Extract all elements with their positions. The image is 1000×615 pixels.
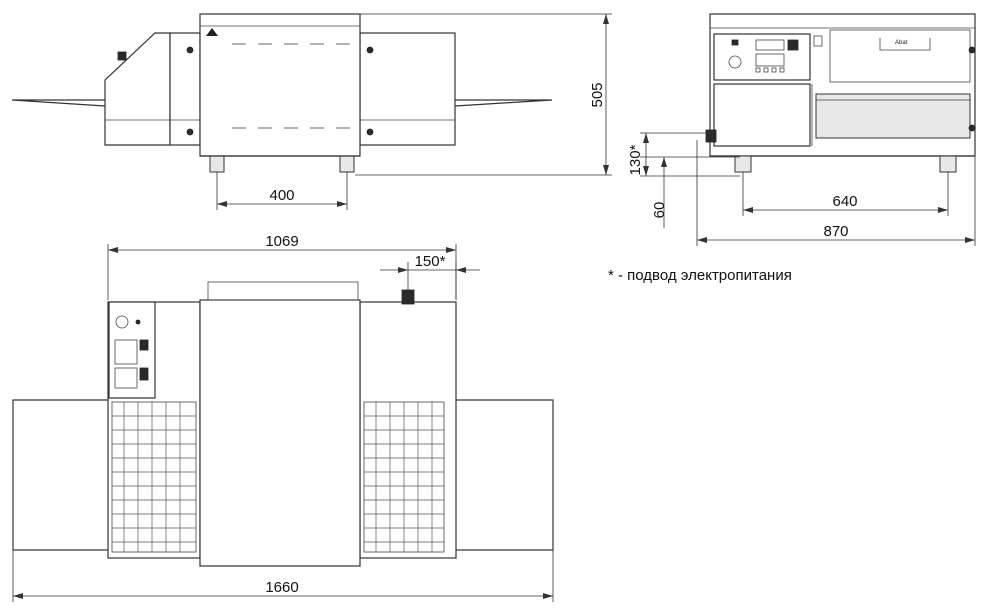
dim-feet-height: 60: [651, 202, 668, 219]
power-inlet-icon: [705, 129, 717, 143]
dim-body-length: 1069: [265, 233, 298, 250]
warning-triangle-icon: [206, 28, 218, 36]
foot: [939, 155, 957, 173]
brand-logo: Abat: [895, 40, 908, 46]
side-view: 505 400: [11, 13, 612, 210]
front-view: Abat 130* 60 640: [627, 13, 976, 246]
foot: [734, 155, 752, 173]
power-inlet-icon: [401, 289, 415, 305]
dim-power-inlet-height: 130*: [627, 144, 644, 175]
power-supply-note: * - подвод электропитания: [608, 267, 792, 284]
foot: [339, 155, 355, 173]
left-conveyor-grille: [111, 401, 197, 553]
foot: [209, 155, 225, 173]
control-knob-icon: [117, 51, 127, 61]
dim-feet-spacing-front: 640: [832, 193, 857, 210]
right-conveyor-grille: [363, 401, 445, 553]
dim-height-total: 505: [589, 82, 606, 107]
power-switch-icon: [731, 39, 739, 46]
dim-power-inlet-offset: 150*: [415, 253, 446, 270]
dim-total-length: 1660: [265, 579, 298, 596]
dim-depth-total: 870: [823, 223, 848, 240]
dim-feet-spacing-side: 400: [269, 187, 294, 204]
oven-chamber: [199, 299, 361, 567]
top-view: 1069 150* 1660: [12, 233, 554, 602]
